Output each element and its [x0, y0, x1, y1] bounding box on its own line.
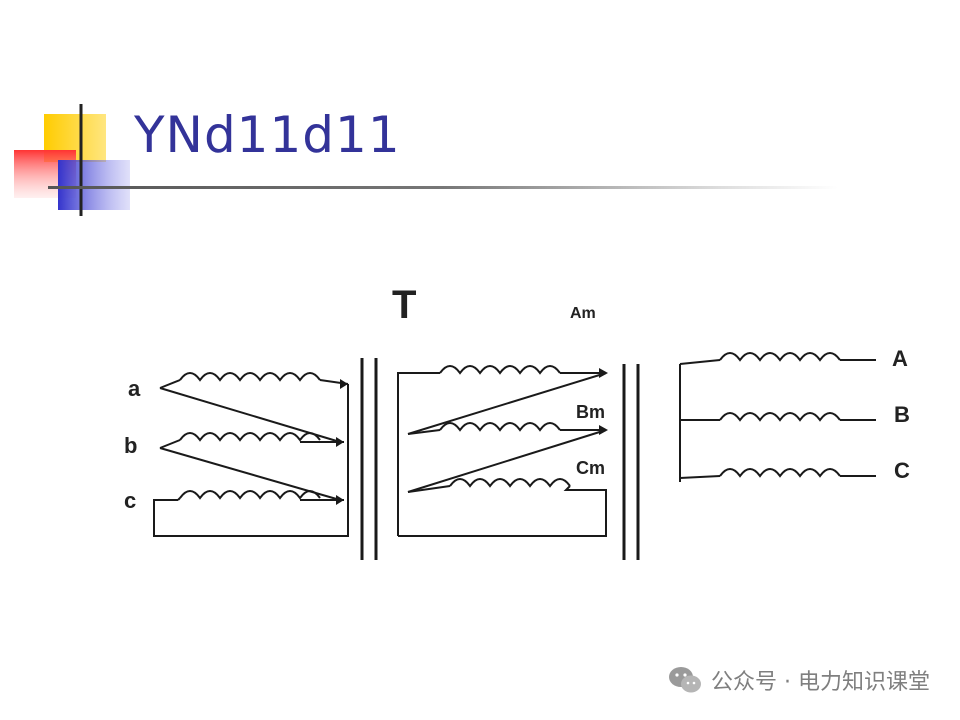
terminal-label-bm: Bm [576, 402, 605, 422]
title-underline [48, 186, 838, 189]
corner-decoration [14, 104, 130, 216]
terminal-label-c: c [124, 488, 136, 513]
coil-cm [449, 478, 571, 488]
watermark: 公众号 · 电力知识课堂 [667, 664, 930, 696]
coil-B [719, 412, 841, 422]
primary-winding-group [679, 352, 876, 482]
secondary2-winding-group [397, 365, 607, 537]
coil-bm [439, 422, 561, 432]
transformer-core-2 [622, 364, 640, 560]
terminal-label-cm: Cm [576, 458, 605, 478]
slide-title: YNd11d11 [134, 106, 401, 164]
connection-arrows [336, 368, 608, 505]
terminal-label-A: A [892, 346, 908, 371]
transformer-core-1 [360, 358, 378, 560]
watermark-text: 公众号 · 电力知识课堂 [711, 670, 930, 695]
terminal-label-a: a [128, 376, 141, 401]
coil-am [439, 365, 561, 375]
terminal-label-am: Am [570, 305, 596, 322]
terminal-label-C: C [894, 458, 910, 483]
terminal-label-b: b [124, 433, 137, 458]
coil-A [719, 352, 841, 362]
secondary1-winding-group [153, 372, 349, 537]
transformer-label: T [392, 283, 416, 327]
coil-C [719, 468, 841, 478]
deco-blue-square [58, 160, 130, 210]
wechat-icon [669, 667, 702, 693]
coil-c [179, 490, 321, 500]
coil-b [179, 432, 321, 442]
terminal-label-B: B [894, 402, 910, 427]
coil-a [179, 372, 321, 382]
winding-diagram: T a b c Am Bm Cm A B C [124, 283, 910, 560]
